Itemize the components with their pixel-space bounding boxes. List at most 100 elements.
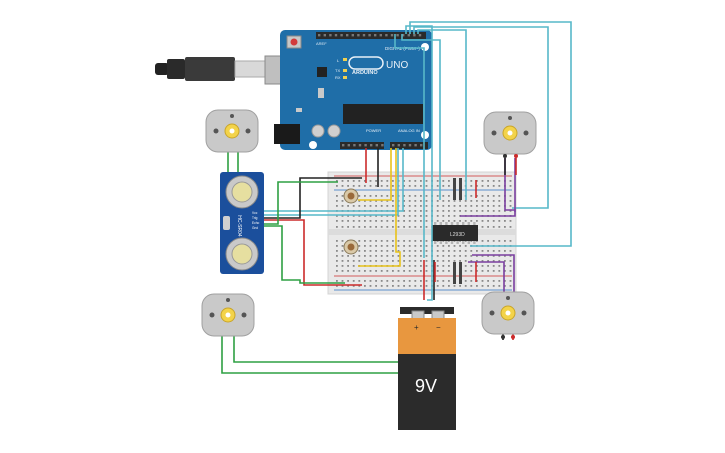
breadboard-hole[interactable] xyxy=(369,255,372,257)
breadboard-hole[interactable] xyxy=(341,255,344,257)
wire-purple-4[interactable] xyxy=(472,254,515,298)
breadboard-hole[interactable] xyxy=(358,226,361,228)
breadboard-hole[interactable] xyxy=(364,205,366,207)
breadboard-hole[interactable] xyxy=(436,200,439,202)
breadboard-hole[interactable] xyxy=(364,260,366,262)
breadboard-hole[interactable] xyxy=(464,200,467,202)
breadboard-hole[interactable] xyxy=(336,226,338,228)
breadboard-hole[interactable] xyxy=(380,255,383,257)
breadboard-hole[interactable] xyxy=(459,255,461,257)
breadboard-hole[interactable] xyxy=(504,240,506,242)
header-pin[interactable] xyxy=(334,34,338,37)
breadboard-hole[interactable] xyxy=(436,250,439,252)
breadboard-hole[interactable] xyxy=(403,270,405,272)
breadboard-hole[interactable] xyxy=(397,215,400,217)
wires[interactable] xyxy=(221,21,572,374)
breadboard-hole[interactable] xyxy=(408,245,411,247)
breadboard-hole[interactable] xyxy=(364,255,366,257)
breadboard-hole[interactable] xyxy=(436,285,439,287)
breadboard-hole[interactable] xyxy=(481,265,484,267)
breadboard-hole[interactable] xyxy=(442,180,445,182)
breadboard-hole[interactable] xyxy=(392,205,394,207)
breadboard-hole[interactable] xyxy=(448,250,450,252)
breadboard-hole[interactable] xyxy=(375,245,377,247)
breadboard-hole[interactable] xyxy=(470,210,473,212)
breadboard-hole[interactable] xyxy=(509,285,512,287)
breadboard-hole[interactable] xyxy=(476,200,478,202)
breadboard-hole[interactable] xyxy=(420,226,422,228)
header-pin[interactable] xyxy=(353,144,356,147)
breadboard-hole[interactable] xyxy=(414,210,417,212)
breadboard-hole[interactable] xyxy=(341,270,344,272)
breadboard-hole[interactable] xyxy=(470,195,473,197)
breadboard-hole[interactable] xyxy=(504,260,506,262)
breadboard-hole[interactable] xyxy=(442,285,445,287)
breadboard-hole[interactable] xyxy=(492,210,495,212)
breadboard-hole[interactable] xyxy=(487,280,489,282)
breadboard-hole[interactable] xyxy=(487,220,489,222)
breadboard-hole[interactable] xyxy=(403,210,405,212)
breadboard-hole[interactable] xyxy=(504,255,506,257)
breadboard-hole[interactable] xyxy=(414,195,417,197)
breadboard-hole[interactable] xyxy=(464,270,467,272)
breadboard-hole[interactable] xyxy=(498,210,501,212)
breadboard-hole[interactable] xyxy=(442,280,445,282)
breadboard-hole[interactable] xyxy=(375,215,377,217)
breadboard-hole[interactable] xyxy=(408,280,411,282)
breadboard-hole[interactable] xyxy=(380,200,383,202)
header-pin[interactable] xyxy=(329,34,332,37)
breadboard-hole[interactable] xyxy=(341,200,344,202)
breadboard-hole[interactable] xyxy=(347,220,349,222)
breadboard-hole[interactable] xyxy=(397,285,400,287)
breadboard-hole[interactable] xyxy=(436,215,439,217)
header-pin[interactable] xyxy=(385,34,388,37)
breadboard-hole[interactable] xyxy=(492,265,495,267)
breadboard-hole[interactable] xyxy=(420,215,422,217)
breadboard-hole[interactable] xyxy=(375,200,377,202)
breadboard-hole[interactable] xyxy=(442,255,445,257)
breadboard-hole[interactable] xyxy=(425,185,428,187)
breadboard-hole[interactable] xyxy=(481,250,484,252)
breadboard-hole[interactable] xyxy=(341,260,344,262)
breadboard-hole[interactable] xyxy=(364,195,366,197)
breadboard-hole[interactable] xyxy=(358,240,361,242)
breadboard-hole[interactable] xyxy=(492,200,495,202)
breadboard-hole[interactable] xyxy=(341,220,344,222)
breadboard-hole[interactable] xyxy=(504,285,506,287)
breadboard-hole[interactable] xyxy=(386,255,389,257)
breadboard-hole[interactable] xyxy=(414,250,417,252)
breadboard-hole[interactable] xyxy=(487,180,489,182)
breadboard-hole[interactable] xyxy=(397,270,400,272)
breadboard-hole[interactable] xyxy=(425,255,428,257)
breadboard-hole[interactable] xyxy=(448,185,450,187)
breadboard-hole[interactable] xyxy=(442,265,445,267)
breadboard-hole[interactable] xyxy=(436,265,439,267)
breadboard-hole[interactable] xyxy=(470,285,473,287)
breadboard-hole[interactable] xyxy=(464,260,467,262)
breadboard-hole[interactable] xyxy=(386,215,389,217)
breadboard-hole[interactable] xyxy=(487,270,489,272)
breadboard-hole[interactable] xyxy=(448,280,450,282)
breadboard-hole[interactable] xyxy=(408,270,411,272)
breadboard-hole[interactable] xyxy=(336,280,338,282)
breadboard-hole[interactable] xyxy=(352,260,355,262)
breadboard-hole[interactable] xyxy=(352,265,355,267)
breadboard-hole[interactable] xyxy=(364,270,366,272)
breadboard-hole[interactable] xyxy=(352,215,355,217)
breadboard-hole[interactable] xyxy=(425,280,428,282)
battery-terminal-minus[interactable] xyxy=(431,310,445,320)
breadboard-hole[interactable] xyxy=(408,200,411,202)
breadboard-hole[interactable] xyxy=(408,185,411,187)
header-pin[interactable] xyxy=(408,144,412,147)
breadboard-hole[interactable] xyxy=(476,220,478,222)
breadboard-hole[interactable] xyxy=(364,185,366,187)
breadboard-hole[interactable] xyxy=(386,220,389,222)
breadboard-hole[interactable] xyxy=(448,220,450,222)
breadboard-hole[interactable] xyxy=(498,250,501,252)
breadboard-hole[interactable] xyxy=(481,240,484,242)
breadboard-hole[interactable] xyxy=(470,205,473,207)
breadboard-hole[interactable] xyxy=(453,205,456,207)
breadboard-hole[interactable] xyxy=(386,200,389,202)
breadboard-hole[interactable] xyxy=(464,255,467,257)
breadboard-hole[interactable] xyxy=(341,280,344,282)
